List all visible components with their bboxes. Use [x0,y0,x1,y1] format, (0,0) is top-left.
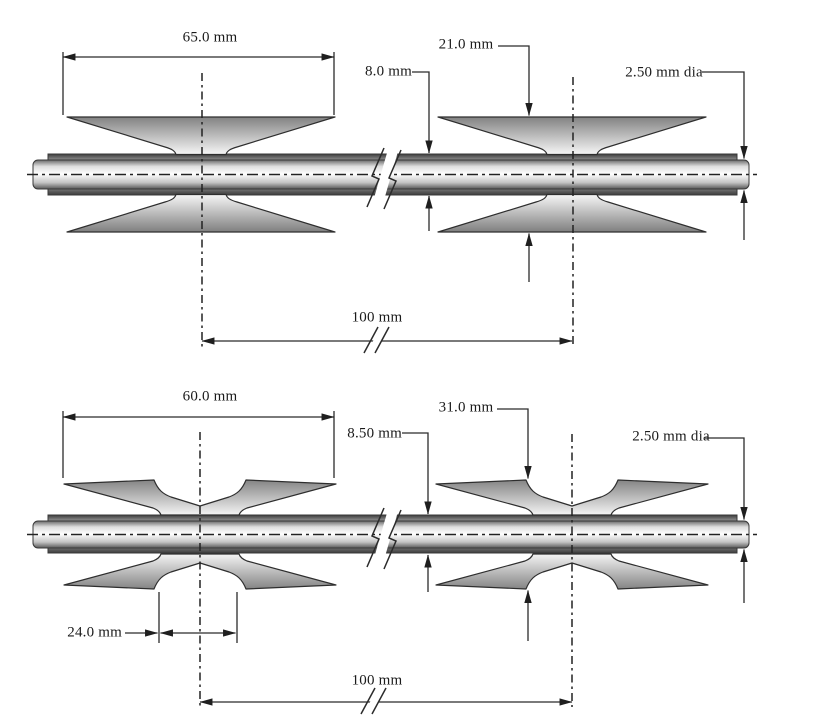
profile-2-drawing [27,408,757,715]
dim-label-tape-width-2: 8.50 mm [347,425,402,442]
dim-label-blade-span-2: 60.0 mm [182,388,238,405]
barb-cluster-2 [437,116,707,233]
leader-tape-width [412,71,433,154]
barb-lower [437,193,707,233]
dimension-lines [62,408,748,706]
leader-barb-height [497,408,532,480]
barb-upper [437,116,707,156]
dim-label-spacing-1: 100 mm [351,309,403,326]
barb-lower [63,553,337,590]
barb-lower [435,553,709,590]
leader-core-dia [705,437,748,521]
dim-label-root-span-2: 24.0 mm [67,624,122,641]
barb-cluster-1 [63,479,337,590]
leader-tape-width [402,432,432,515]
wire-break-marks [366,146,402,210]
dim-label-barb-height-1: 21.0 mm [438,36,494,53]
barb-centerlines [199,432,573,707]
barb-upper [435,479,709,516]
wire-break-marks [366,506,402,570]
leader-barb-height [498,45,533,117]
dimension-lines [62,45,748,345]
dim-label-core-dia-1: 2.50 mm dia [625,64,703,81]
dim-label-barb-height-2: 31.0 mm [438,399,494,416]
barb-cluster-1 [66,116,336,233]
dim-line-break [360,687,387,715]
barb-centerlines [201,73,574,348]
dim-label-spacing-2: 100 mm [351,672,403,689]
barb-cluster-2 [435,479,709,590]
leader-core-dia [702,71,748,160]
barb-upper [63,479,337,516]
barb-lower [66,193,336,233]
dim-label-blade-span-1: 65.0 mm [182,29,238,46]
dim-label-core-dia-2: 2.50 mm dia [632,428,710,445]
dim-line-break [363,326,390,354]
dim-label-tape-width-1: 8.0 mm [364,63,412,80]
profile-1-drawing [27,45,757,354]
barb-upper [66,116,336,156]
